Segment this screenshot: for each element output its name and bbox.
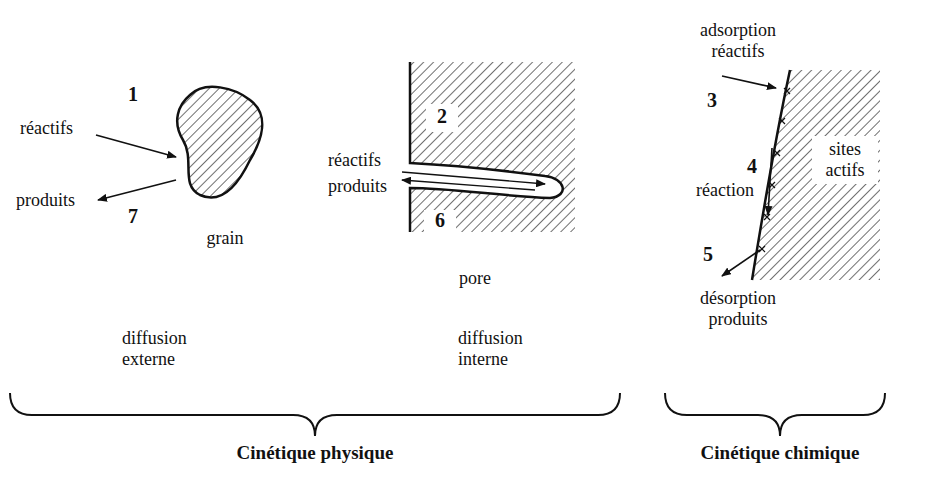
group-label: diffusion interne	[458, 328, 548, 370]
brace	[10, 393, 620, 436]
part-name: pore	[445, 268, 505, 289]
reactant-arrow	[96, 135, 176, 157]
label-patch	[424, 210, 456, 232]
product-label: produits	[16, 190, 96, 211]
group-title: Cinétique physique	[215, 442, 415, 463]
callout-number: 7	[123, 206, 143, 227]
part-name: sites actifs	[815, 139, 875, 181]
callout-number: 1	[123, 84, 143, 105]
label-patch	[812, 136, 878, 184]
surface-solid	[752, 70, 880, 280]
callout-number: 4	[742, 156, 762, 177]
label-patch	[426, 104, 458, 132]
callout-number: 6	[428, 210, 452, 231]
brace	[665, 393, 885, 436]
step-label: réaction	[696, 180, 762, 201]
product-label: produits	[328, 176, 400, 197]
desorption-arrow	[722, 250, 760, 276]
reaction-arrow	[768, 148, 772, 215]
group-title: Cinétique chimique	[690, 442, 870, 463]
product-arrow	[98, 180, 176, 200]
product-arrow	[402, 180, 535, 190]
group-label: diffusion externe	[122, 328, 212, 370]
active-sites	[759, 88, 790, 252]
pore-wall	[410, 62, 563, 232]
callout-number: 3	[702, 90, 722, 111]
step-label: adsorption réactifs	[688, 20, 788, 62]
adsorption-arrow	[722, 76, 776, 88]
grain-shape	[177, 87, 262, 198]
part-name: grain	[195, 228, 255, 249]
pore-block	[410, 62, 575, 232]
reactant-label: réactifs	[20, 118, 100, 139]
callout-number: 5	[698, 244, 718, 265]
callout-number: 2	[430, 106, 454, 127]
step-label: désorption produits	[686, 288, 790, 330]
reactant-label: réactifs	[328, 150, 400, 171]
surface-line	[752, 70, 790, 280]
